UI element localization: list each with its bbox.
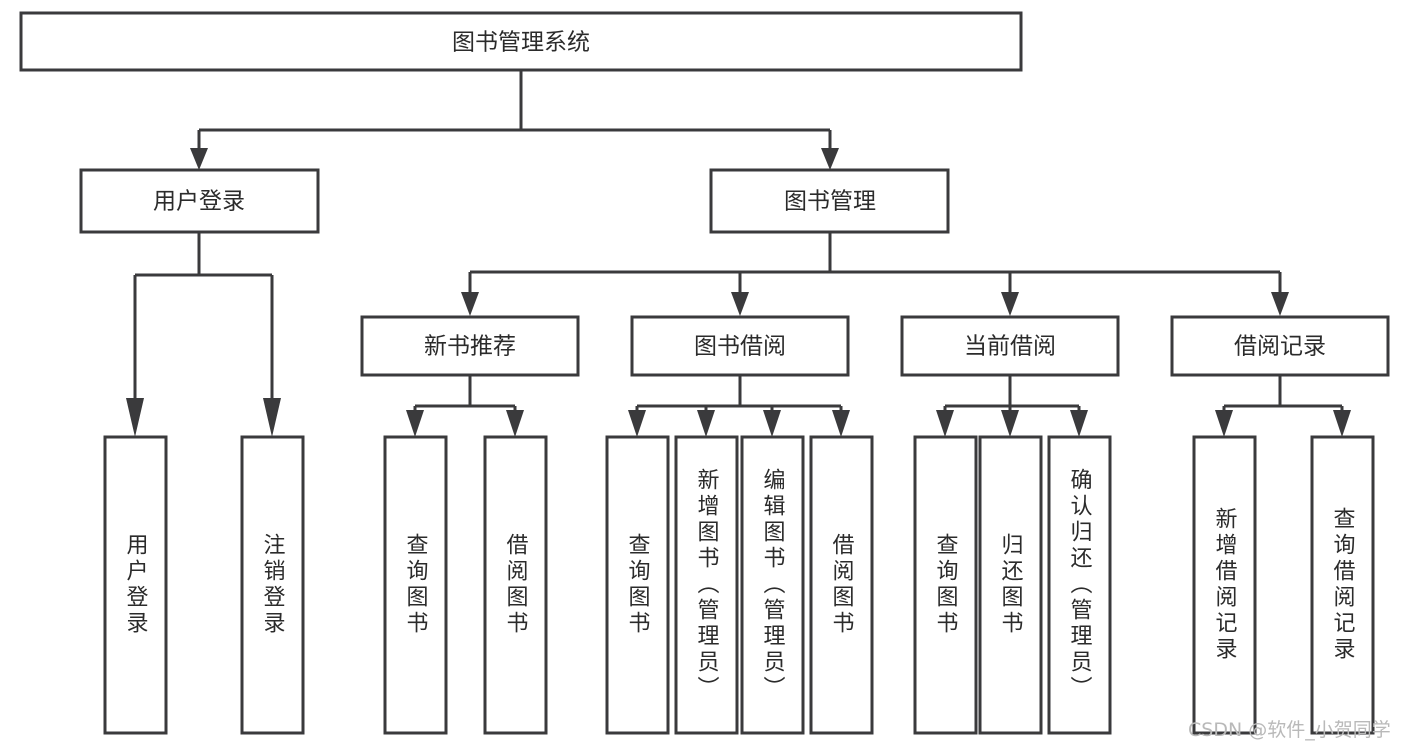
node-records-label: 借阅记录 <box>1234 334 1326 360</box>
node-leaf7-label: 编辑图书（管理员） <box>760 468 786 702</box>
node-newbook[interactable]: 新书推荐 <box>360 315 580 377</box>
node-leaf11[interactable]: 确认归还（管理员） <box>1047 435 1112 735</box>
node-leaf9-box[interactable] <box>913 435 978 735</box>
node-newbook-box[interactable] <box>360 315 580 377</box>
node-leaf3[interactable]: 查询图书 <box>383 435 448 735</box>
node-bookmgmt-label: 图书管理 <box>784 189 876 215</box>
arrowhead-records <box>1271 292 1289 316</box>
arrowhead-newbook <box>461 292 479 316</box>
node-leaf6[interactable]: 新增图书（管理员） <box>674 435 739 735</box>
node-newbook-label: 新书推荐 <box>424 334 516 360</box>
node-leaf6-label: 新增图书（管理员） <box>694 468 720 702</box>
node-leaf7-box[interactable] <box>740 435 805 735</box>
node-borrow[interactable]: 图书借阅 <box>630 315 850 377</box>
arrowhead-bookmgmt <box>821 148 839 170</box>
arrowhead-leaf4 <box>506 410 524 437</box>
node-login-box[interactable] <box>79 168 320 234</box>
node-leaf12-label: 新增借阅记录 <box>1212 507 1238 663</box>
node-leaf4-label: 借阅图书 <box>503 533 529 637</box>
arrowhead-leaf6 <box>697 410 715 437</box>
node-leaf4-box[interactable] <box>483 435 548 735</box>
node-leaf9-label: 查询图书 <box>933 533 959 637</box>
node-leaf6-box[interactable] <box>674 435 739 735</box>
connector-group-records-to-leaves <box>1215 375 1351 437</box>
node-login-label: 用户登录 <box>153 189 245 215</box>
arrowhead-leaf11 <box>1070 410 1088 437</box>
node-leaf5[interactable]: 查询图书 <box>605 435 670 735</box>
arrowhead-leaf9 <box>936 410 954 437</box>
connector-group-root-to-level2 <box>190 70 839 170</box>
node-root-label: 图书管理系统 <box>452 30 590 56</box>
node-leaf1-label: 用户登录 <box>123 533 149 637</box>
node-leaf2-box[interactable] <box>240 435 305 735</box>
node-leaf1-box[interactable] <box>103 435 168 735</box>
node-leaf5-box[interactable] <box>605 435 670 735</box>
node-leaf4[interactable]: 借阅图书 <box>483 435 548 735</box>
node-leaf13[interactable]: 查询借阅记录 <box>1310 435 1375 735</box>
arrowhead-leaf3 <box>406 410 424 437</box>
arrowhead-current <box>1001 292 1019 316</box>
arrowhead-leaf2 <box>263 398 281 437</box>
node-leaf2-label: 注销登录 <box>260 533 286 637</box>
arrowhead-login <box>190 148 208 170</box>
node-records-box[interactable] <box>1170 315 1390 377</box>
node-leaf12[interactable]: 新增借阅记录 <box>1192 435 1257 735</box>
node-leaf10-box[interactable] <box>978 435 1043 735</box>
node-bookmgmt[interactable]: 图书管理 <box>709 168 950 234</box>
node-leaf11-label: 确认归还（管理员） <box>1067 468 1093 702</box>
node-leaf3-box[interactable] <box>383 435 448 735</box>
connector-group-login-to-leaves <box>126 232 281 437</box>
arrowhead-leaf7 <box>763 410 781 437</box>
node-leaf8[interactable]: 借阅图书 <box>809 435 874 735</box>
node-borrow-label: 图书借阅 <box>694 334 786 360</box>
node-leaf10[interactable]: 归还图书 <box>978 435 1043 735</box>
node-current-label: 当前借阅 <box>964 334 1056 360</box>
node-leaf13-label: 查询借阅记录 <box>1330 507 1356 663</box>
arrowhead-leaf1 <box>126 398 144 437</box>
node-leaf13-box[interactable] <box>1310 435 1375 735</box>
node-login[interactable]: 用户登录 <box>79 168 320 234</box>
node-root-box[interactable] <box>19 11 1023 72</box>
node-leaf8-label: 借阅图书 <box>829 533 855 637</box>
node-leaf3-label: 查询图书 <box>403 533 429 637</box>
connector-group-bookmgmt-to-level3 <box>461 232 1289 316</box>
arrowhead-leaf12 <box>1215 410 1233 437</box>
connector-group-borrow-to-leaves <box>628 375 850 437</box>
node-leaf12-box[interactable] <box>1192 435 1257 735</box>
node-leaf8-box[interactable] <box>809 435 874 735</box>
node-records[interactable]: 借阅记录 <box>1170 315 1390 377</box>
arrowhead-borrow <box>731 292 749 316</box>
node-bookmgmt-box[interactable] <box>709 168 950 234</box>
node-leaf10-label: 归还图书 <box>998 533 1024 637</box>
arrowhead-leaf10 <box>1001 410 1019 437</box>
node-leaf2[interactable]: 注销登录 <box>240 435 305 735</box>
arrowhead-leaf13 <box>1333 410 1351 437</box>
node-current[interactable]: 当前借阅 <box>900 315 1120 377</box>
node-root[interactable]: 图书管理系统 <box>19 11 1023 72</box>
node-current-box[interactable] <box>900 315 1120 377</box>
connector-group-newbook-to-leaves <box>406 375 524 437</box>
node-leaf11-box[interactable] <box>1047 435 1112 735</box>
node-borrow-box[interactable] <box>630 315 850 377</box>
node-leaf9[interactable]: 查询图书 <box>913 435 978 735</box>
arrowhead-leaf5 <box>628 410 646 437</box>
node-leaf5-label: 查询图书 <box>625 533 651 637</box>
connector-group-current-to-leaves <box>936 375 1088 437</box>
arrowhead-leaf8 <box>832 410 850 437</box>
node-leaf7[interactable]: 编辑图书（管理员） <box>740 435 805 735</box>
node-leaf1[interactable]: 用户登录 <box>103 435 168 735</box>
